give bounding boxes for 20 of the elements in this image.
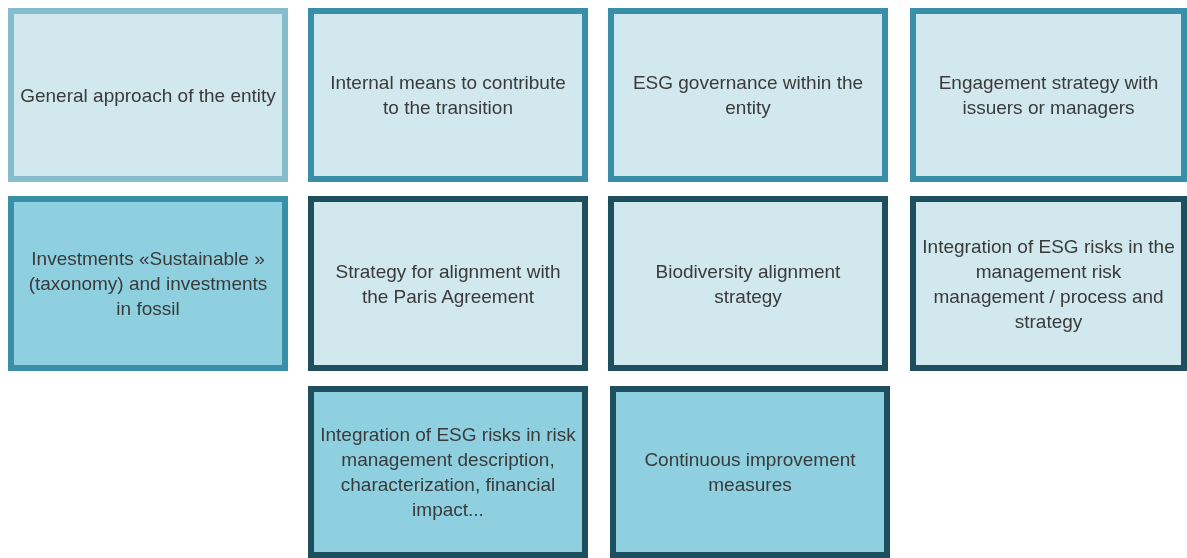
topic-box <box>610 386 890 558</box>
topic-box <box>8 8 288 182</box>
topic-box <box>608 8 888 182</box>
box-text: Integration of ESG risks in risk management description, characterization, financial impact... <box>319 423 577 522</box>
topic-box <box>308 196 588 371</box>
box-text: Investments «Sustainable » (taxonomy) and investments in fossil <box>27 247 269 321</box>
topic-box <box>910 8 1187 182</box>
box-text: Strategy for alignment with the Paris Agreement <box>334 259 562 309</box>
box-text: Continuous improvement measures <box>643 448 857 497</box>
box-text: Internal means to contribute to the transition <box>329 71 567 120</box>
box-text: Engagement strategy with issuers or managers <box>937 71 1160 120</box>
box-text: General approach of the entity <box>19 83 277 108</box>
topic-box <box>8 196 288 371</box>
box-text: ESG governance within the entity <box>631 71 865 120</box>
topic-box <box>308 386 588 558</box>
box-text: Integration of ESG risks in the management risk management / process and strategy <box>921 234 1176 334</box>
topic-box <box>608 196 888 371</box>
topic-box <box>910 196 1187 371</box>
box-text: Biodiversity alignment strategy <box>654 259 842 309</box>
topic-box <box>308 8 588 182</box>
